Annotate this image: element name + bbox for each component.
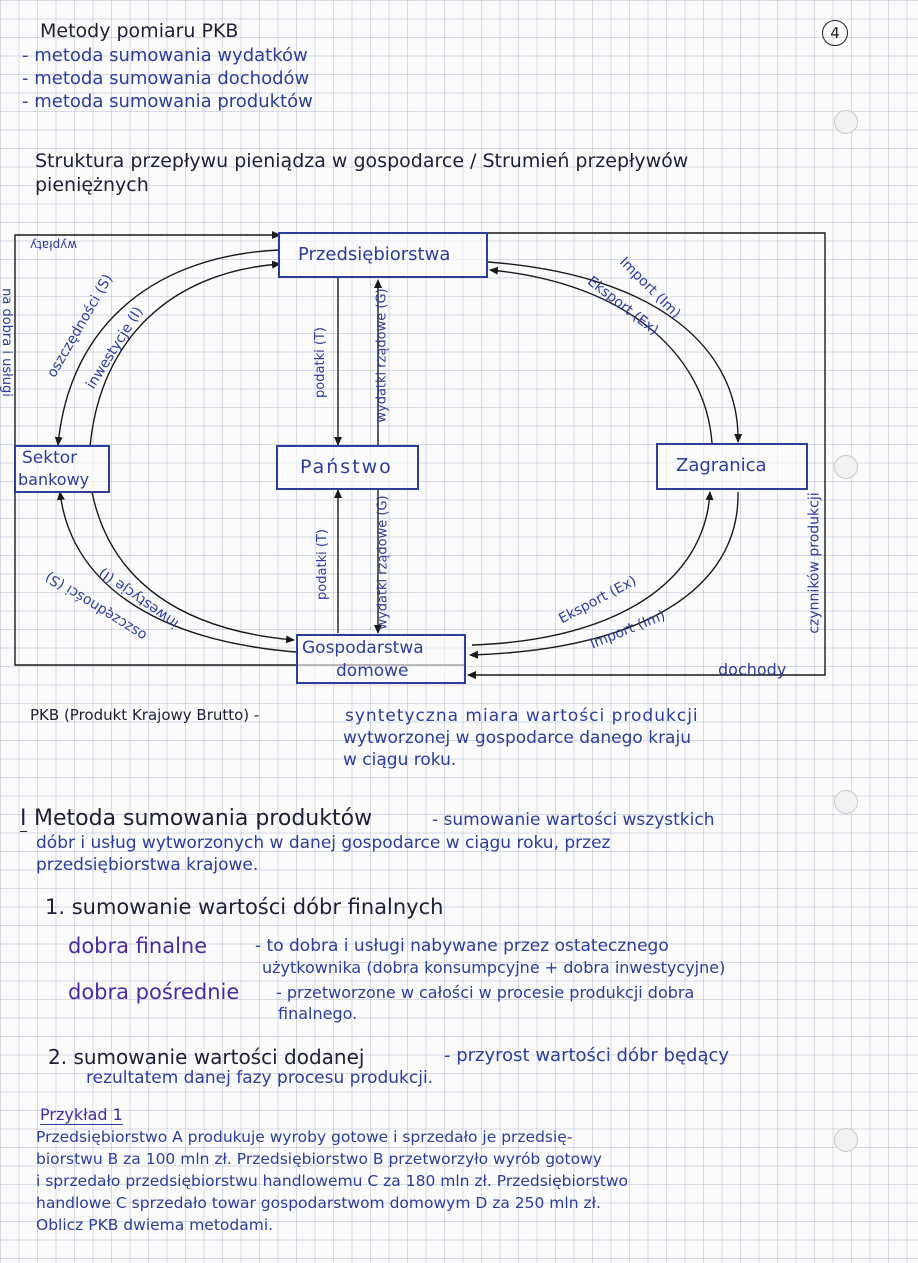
savings-investment-bottom-outer bbox=[56, 491, 297, 653]
flow-label-gov-spending-top: wydatki rządowe (G) bbox=[374, 288, 390, 423]
final-goods-def2: użytkownika (dobra konsumpcyjne + dobra … bbox=[262, 958, 726, 977]
example-heading: Przykład 1 bbox=[40, 1105, 123, 1125]
point1: 1. sumowanie wartości dóbr finalnych bbox=[45, 895, 444, 919]
point2-label: 2. sumowanie wartości dodanej bbox=[48, 1045, 365, 1069]
pkb-term: PKB (Produkt Krajowy Brutto) - bbox=[30, 706, 260, 724]
structure-title: Struktura przepływu pieniądza w gospodar… bbox=[35, 150, 689, 172]
example-line3: i sprzedało przedsiębiorstwu handlowemu … bbox=[36, 1172, 628, 1190]
node-households-label-1: Gospodarstwa bbox=[302, 638, 424, 658]
node-banking: Sektor bankowy bbox=[14, 445, 110, 493]
method1-dash-text: - sumowanie wartości wszystkich bbox=[432, 810, 715, 830]
import-export-bottom-outer bbox=[469, 491, 739, 659]
method1-line3: przedsiębiorstwa krajowe. bbox=[36, 855, 259, 875]
import-export-top-outer bbox=[487, 261, 743, 443]
point2-def1: - przyrost wartości dóbr będący bbox=[444, 1045, 730, 1066]
method-item-income: - metoda sumowania dochodów bbox=[22, 68, 310, 89]
final-goods-term: dobra finalne bbox=[68, 934, 208, 958]
flow-label-wages-left: na dobra i usługi bbox=[0, 288, 14, 397]
structure-title-cont: pieniężnych bbox=[35, 174, 149, 196]
binder-hole bbox=[834, 790, 858, 814]
flow-label-gov-spending-bottom: wydatki rządowe (G) bbox=[375, 495, 391, 630]
intermediate-goods-def1: - przetworzone w całości w procesie prod… bbox=[276, 983, 695, 1002]
method-item-product: - metoda sumowania produktów bbox=[22, 91, 313, 112]
savings-investment-top-inner bbox=[89, 260, 281, 448]
binder-hole bbox=[834, 1128, 858, 1152]
final-goods-def1: - to dobra i usługi nabywane przez ostat… bbox=[255, 936, 669, 956]
pkb-def-line2: wytworzonej w gospodarce danego kraju bbox=[343, 728, 691, 748]
node-state-label: Państwo bbox=[300, 456, 393, 478]
node-abroad-label: Zagranica bbox=[676, 455, 767, 476]
circular-flow-diagram bbox=[14, 231, 826, 679]
pkb-def-line1: syntetyczna miara wartości produkcji bbox=[345, 706, 699, 726]
savings-investment-top-outer bbox=[54, 249, 281, 446]
pkb-def-line3: w ciągu roku. bbox=[343, 750, 457, 770]
node-enterprises: Przedsiębiorstwa bbox=[278, 232, 488, 278]
example-line4: handlowe C sprzedało towar gospodarstwom… bbox=[36, 1194, 601, 1212]
flow-label-taxes-top: podatki (T) bbox=[312, 327, 328, 398]
binder-hole bbox=[834, 455, 858, 479]
page-number: 4 bbox=[822, 20, 848, 46]
node-banking-label-2: bankowy bbox=[18, 470, 90, 489]
node-households-label-2: domowe bbox=[336, 661, 409, 681]
intermediate-goods-term: dobra pośrednie bbox=[68, 980, 240, 1004]
node-banking-label-1: Sektor bbox=[22, 448, 78, 468]
method-item-expenditure: - metoda sumowania wydatków bbox=[22, 45, 308, 66]
method1-numeral: I bbox=[20, 806, 27, 832]
outer-flow-line-right bbox=[467, 232, 826, 679]
intermediate-goods-def2: finalnego. bbox=[278, 1004, 358, 1023]
node-abroad: Zagranica bbox=[656, 443, 808, 490]
example-line2: biorstwu B za 100 mln zł. Przedsiębiorst… bbox=[36, 1150, 602, 1168]
node-enterprises-label: Przedsiębiorstwa bbox=[298, 244, 451, 265]
methods-title: Metody pomiaru PKB bbox=[40, 20, 239, 42]
method1-line2: dóbr i usług wytworzonych w danej gospod… bbox=[36, 833, 611, 853]
example-line1: Przedsiębiorstwo A produkuje wyroby goto… bbox=[36, 1128, 573, 1146]
node-households: Gospodarstwa domowe bbox=[296, 634, 466, 684]
flow-label-wages-top: wypłaty bbox=[30, 238, 78, 252]
savings-investment-bottom-inner bbox=[91, 491, 295, 644]
flow-label-income: dochody bbox=[718, 660, 787, 679]
point2-def2: rezultatem danej fazy procesu produkcji. bbox=[86, 1068, 434, 1088]
flow-label-taxes-bottom: podatki (T) bbox=[314, 529, 330, 600]
binder-hole bbox=[834, 110, 858, 134]
node-state: Państwo bbox=[276, 445, 419, 490]
example-line5: Oblicz PKB dwiema metodami. bbox=[36, 1216, 274, 1234]
flow-label-factors: czynników produkcji bbox=[806, 492, 823, 634]
method1-heading: Metoda sumowania produktów bbox=[34, 806, 373, 831]
import-export-top-inner bbox=[489, 266, 713, 444]
import-export-bottom-inner bbox=[471, 491, 714, 646]
